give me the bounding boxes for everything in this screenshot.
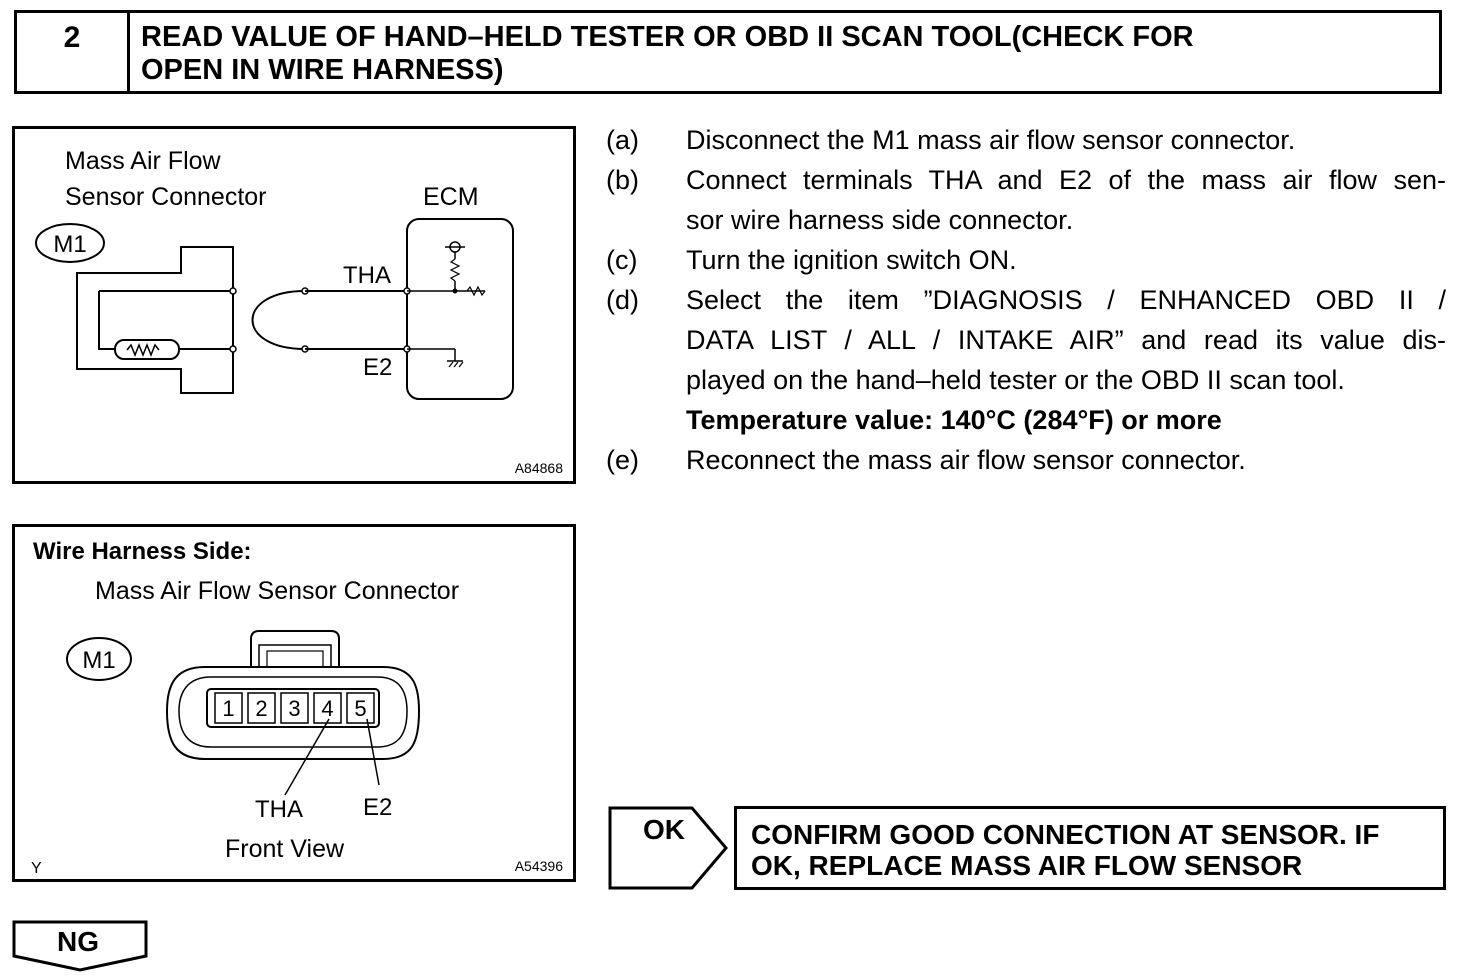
pin-cavity [214, 692, 243, 724]
instruction-text: Select the item ”DIAGNOSIS / ENHANCED OB… [686, 285, 1446, 315]
ground-icon [447, 349, 464, 368]
ok-arrow-shape [608, 806, 728, 890]
wire-harness-side-heading: Wire Harness Side: [33, 538, 252, 565]
pullup-resistor-icon [445, 241, 465, 294]
instruction-label: (a) [606, 125, 639, 155]
ok-label: OK [643, 814, 685, 845]
instruction-text: Reconnect the mass air flow sensor conne… [686, 445, 1246, 475]
connector-front-view-figure: Wire Harness Side: Mass Air Flow Sensor … [12, 524, 576, 882]
instruction-list: (a) Disconnect the M1 mass air flow sens… [606, 120, 1452, 480]
instruction-text: DATA LIST / ALL / INTAKE AIR” and read i… [686, 325, 1446, 355]
step-header: 2 READ VALUE OF HAND–HELD TESTER OR OBD … [14, 10, 1442, 94]
mafs-caption-line2: Sensor Connector [65, 183, 267, 211]
figure2-code: A54396 [515, 858, 563, 874]
ng-label: NG [57, 926, 99, 957]
instruction-label: (c) [606, 245, 638, 275]
connector-housing [165, 630, 421, 760]
mafs-caption-line1: Mass Air Flow [65, 147, 222, 175]
ok-action-box: CONFIRM GOOD CONNECTION AT SENSOR. IF OK… [734, 806, 1446, 890]
instruction-label: (e) [606, 445, 639, 475]
e2-pin-label: E2 [363, 794, 392, 821]
connector-id-badge: M1 [35, 223, 105, 263]
tha-pin-label: THA [255, 796, 303, 823]
step-title: READ VALUE OF HAND–HELD TESTER OR OBD II… [141, 21, 1431, 87]
ng-arrow-shape [12, 920, 148, 972]
figure1-code: A84868 [515, 460, 563, 476]
front-view-label: Front View [225, 835, 345, 863]
step-title-line1: READ VALUE OF HAND–HELD TESTER OR OBD II… [141, 21, 1194, 53]
pin-number: 2 [255, 696, 267, 721]
ecm-label: ECM [423, 183, 479, 211]
ok-action-line2: OK, REPLACE MASS AIR FLOW SENSOR [751, 850, 1303, 881]
wiring-diagram: Mass Air Flow Sensor Connector ECM M1 TH… [35, 147, 563, 476]
thermistor-icon [114, 339, 180, 360]
instruction-label: (d) [606, 285, 639, 315]
connector-id-badge-2: M1 [66, 637, 132, 681]
ng-result-tag: NG [12, 920, 150, 972]
pin-cavity [346, 692, 375, 724]
pin-number: 5 [354, 696, 366, 721]
instruction-text: sor wire harness side connector. [686, 205, 1074, 235]
pin-cavity [280, 692, 309, 724]
sensor-connector-outline [76, 246, 234, 394]
pin-number: 1 [222, 696, 234, 721]
step-number: 2 [17, 13, 130, 91]
ok-result-tag: OK [608, 806, 730, 890]
connector-caption: Mass Air Flow Sensor Connector [95, 577, 459, 605]
step-title-line2: OPEN IN WIRE HARNESS) [141, 54, 504, 86]
instruction-label: (b) [606, 165, 639, 195]
ecm-box [406, 218, 514, 400]
instruction-text: Connect terminals THA and E2 of the mass… [686, 165, 1446, 195]
spec-value: Temperature value: 140°C (284°F) or more [686, 405, 1222, 435]
e2-wire-label: E2 [363, 354, 392, 381]
instruction-text: Turn the ignition switch ON. [686, 245, 1017, 275]
pin-number: 4 [321, 696, 333, 721]
instruction-text: played on the hand–held tester or the OB… [686, 365, 1345, 395]
sensor-internal-wiring [98, 290, 233, 350]
connector-id-text-2: M1 [82, 647, 115, 674]
input-resistor-icon [466, 285, 486, 297]
jumper-wire [251, 290, 306, 350]
tha-leader-line [284, 718, 330, 796]
pin-cavity [247, 692, 276, 724]
e2-leader-line [366, 718, 380, 786]
ok-action-line1: CONFIRM GOOD CONNECTION AT SENSOR. IF [751, 819, 1380, 850]
tha-wire-label: THA [343, 262, 391, 289]
connector-front-view: Wire Harness Side: Mass Air Flow Sensor … [31, 538, 563, 877]
pin-cavity [313, 692, 342, 724]
connector-id-text: M1 [53, 231, 86, 258]
instruction-text: Disconnect the M1 mass air flow sensor c… [686, 125, 1296, 155]
corner-mark: Y [31, 860, 42, 877]
pin-number: 3 [288, 696, 300, 721]
wiring-diagram-figure: Mass Air Flow Sensor Connector ECM M1 TH… [12, 126, 576, 484]
